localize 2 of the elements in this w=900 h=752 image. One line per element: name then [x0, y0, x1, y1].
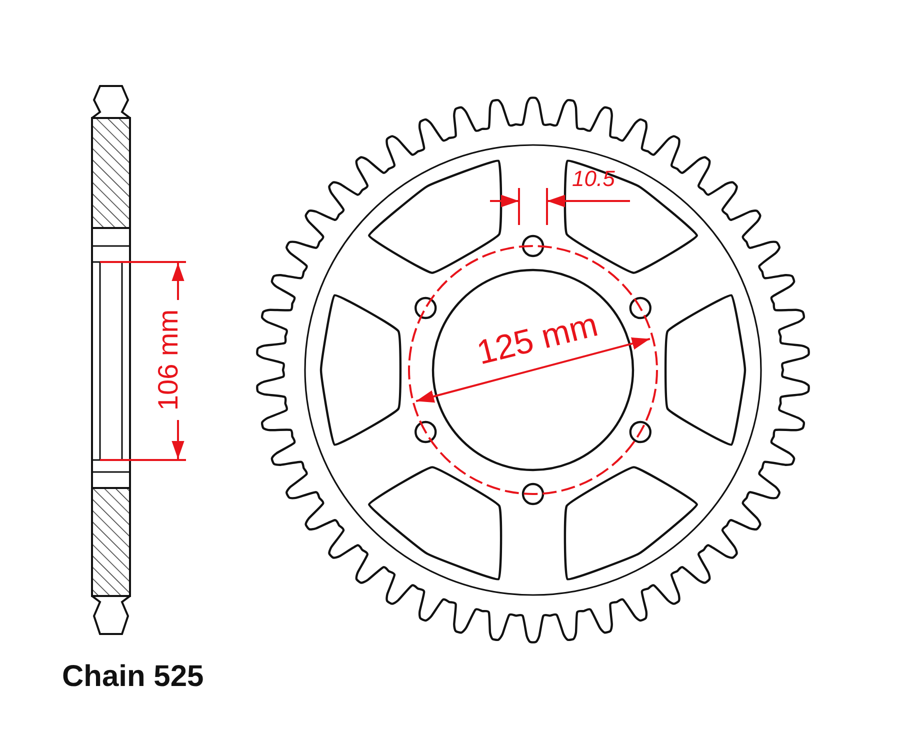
dimension-label: 10.5: [572, 168, 615, 190]
chain-size-label: Chain 525: [62, 662, 204, 692]
